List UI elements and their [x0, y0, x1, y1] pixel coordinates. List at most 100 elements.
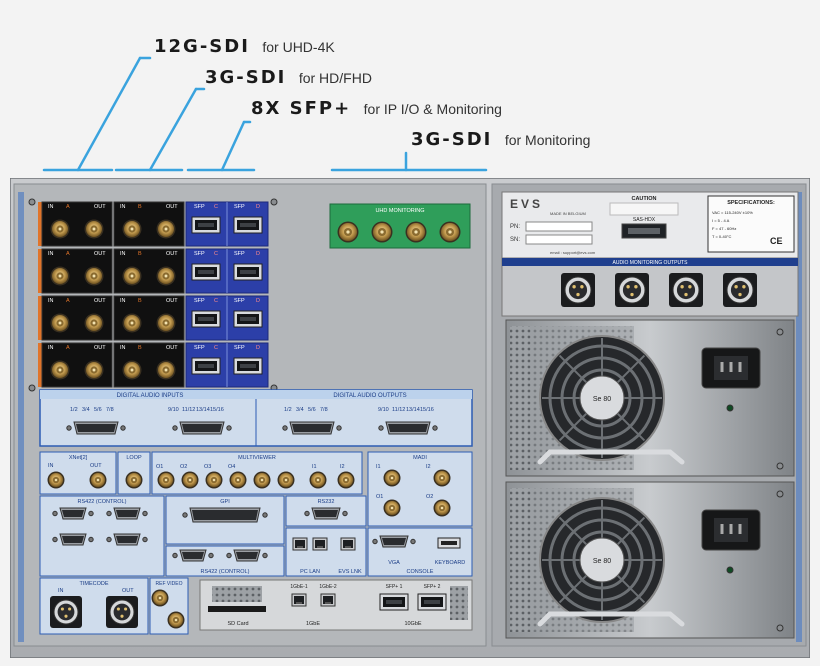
digital-audio-dsub: [378, 421, 438, 435]
callout-8x-sfp-desc: for IP I/O & Monitoring: [363, 101, 502, 117]
leader-12g: [76, 56, 142, 172]
uhd-monitoring-board: UHD MONITORING: [329, 203, 471, 249]
psu-handle[interactable]: [537, 449, 685, 465]
audio-channel-label: 3/4: [82, 407, 90, 413]
bnc-in-a: [50, 219, 70, 239]
loop-label: LOOP: [126, 455, 142, 461]
xnet-label: XNet[2]: [69, 455, 88, 461]
sfp1-label: SFP+ 1: [386, 584, 403, 590]
sfp-cage-d: [233, 310, 263, 328]
evs-lnk-label: EVS LNK: [338, 569, 362, 575]
audio-channel-label: 7/8: [106, 407, 114, 413]
psu-handle[interactable]: [537, 611, 685, 627]
callout-8x-sfp-title: 8X SFP+: [251, 98, 352, 119]
madi-o2-bnc: [433, 499, 451, 517]
pn-label: PN:: [510, 224, 520, 230]
io-row-label: C: [214, 251, 218, 257]
ref-video-label: REF VIDEO: [156, 581, 183, 587]
10gbe-label: 10GbE: [404, 621, 421, 627]
io-row-label: C: [214, 345, 218, 351]
io-row-label: IN: [120, 298, 126, 304]
audio-monitoring-outputs: AUDIO MONITORING OUTPUTS: [501, 257, 799, 317]
caution-title: CAUTION: [631, 196, 656, 202]
io-row-label: B: [138, 345, 142, 351]
io-row-label: C: [214, 204, 218, 210]
gbe1-port: [291, 593, 307, 607]
io-row-label: C: [214, 298, 218, 304]
vent-grille-right: [450, 586, 468, 620]
io-row-label: B: [138, 298, 142, 304]
io-row-label: OUT: [166, 345, 178, 351]
audio-monitoring-xlr: [669, 273, 703, 307]
bnc-out-a: [84, 313, 104, 333]
io-row-label: SFP: [234, 298, 245, 304]
digital-audio-outputs-label: DIGITAL AUDIO OUTPUTS: [333, 393, 406, 399]
1gbe-label: 1GbE: [306, 621, 320, 627]
io-row-label: SFP: [194, 298, 205, 304]
spec-1: I = 5 - 4 A: [712, 218, 730, 223]
rs422-dsub: [52, 533, 94, 546]
power-supply-2: Se 80: [505, 481, 795, 639]
psu-status-led: [726, 566, 734, 574]
gpi-label: GPI: [220, 499, 230, 505]
callout-3g-sdi-mon-title: 3G-SDI: [411, 129, 493, 150]
gpi-dsub: [182, 507, 268, 523]
rs232-dsub: [304, 507, 348, 520]
control-ports-section: RS422 (CONTROL) GPI RS232 RS422 (CONTROL…: [39, 495, 473, 577]
spec-3: T = 0-40°C: [712, 234, 732, 239]
io-row-label: OUT: [94, 298, 106, 304]
sfp-cage-c: [191, 263, 221, 281]
screw: [270, 198, 278, 206]
io-row-label: OUT: [166, 204, 178, 210]
audio-channel-label: 9/10: [168, 407, 179, 413]
rs232-label: RS232: [318, 499, 335, 505]
rs422-dsub: [106, 533, 148, 546]
io-row-label: SFP: [234, 251, 245, 257]
keyboard-label: KEYBOARD: [435, 560, 466, 566]
io-row-label: IN: [120, 251, 126, 257]
io-row-label: IN: [120, 204, 126, 210]
audio-channel-label: 3/4: [296, 407, 304, 413]
sfp-cage-d: [233, 263, 263, 281]
timecode-in-xlr: [50, 596, 82, 628]
callout-3g-sdi-hd-desc: for HD/FHD: [298, 70, 372, 86]
madi-port-label: I2: [426, 464, 431, 470]
multiviewer-bnc: [181, 471, 199, 489]
leader-3g-hd: [148, 87, 198, 172]
multiviewer-bnc: [337, 471, 355, 489]
loop-bnc: [125, 471, 143, 489]
sfp-plus-1: [379, 593, 409, 611]
audio-channel-label: 1/2: [284, 407, 292, 413]
pc-lan-label: PC LAN: [300, 569, 320, 575]
io-row-label: D: [256, 298, 260, 304]
ref-video-bnc-2: [167, 611, 185, 629]
io-row-label: D: [256, 345, 260, 351]
multiviewer-label: MULTIVIEWER: [238, 455, 276, 461]
io-row-label: OUT: [94, 204, 106, 210]
rs422-dsub: [52, 507, 94, 520]
multiviewer-bnc: [277, 471, 295, 489]
bnc-out-a: [84, 360, 104, 380]
leader-sfp: [220, 120, 246, 172]
audio-monitoring-label: AUDIO MONITORING OUTPUTS: [613, 260, 689, 266]
multiviewer-port-label: I1: [312, 464, 317, 470]
callout-3g-sdi-hd: 3G-SDI for HD/FHD: [205, 69, 372, 87]
keyboard-usb-port: [437, 537, 461, 549]
evs-lnk-port: [340, 537, 356, 551]
bnc-in-b: [122, 313, 142, 333]
timecode-out-xlr: [106, 596, 138, 628]
audio-channel-label: 11/12: [392, 407, 405, 413]
bnc-in-a: [50, 313, 70, 333]
io-row-label: SFP: [194, 204, 205, 210]
xnet-out-bnc: [89, 471, 107, 489]
audio-monitoring-xlr: [723, 273, 757, 307]
console-label: CONSOLE: [407, 569, 434, 575]
uhd-monitoring-label: UHD MONITORING: [375, 208, 424, 214]
xnet-in-bnc: [47, 471, 65, 489]
audio-channel-label: 7/8: [320, 407, 328, 413]
rs422-dsub-lower: [172, 549, 214, 562]
digital-audio-dsub: [172, 421, 232, 435]
support-email: email : support@evs.com: [550, 250, 596, 255]
io-row-label: IN: [48, 298, 54, 304]
